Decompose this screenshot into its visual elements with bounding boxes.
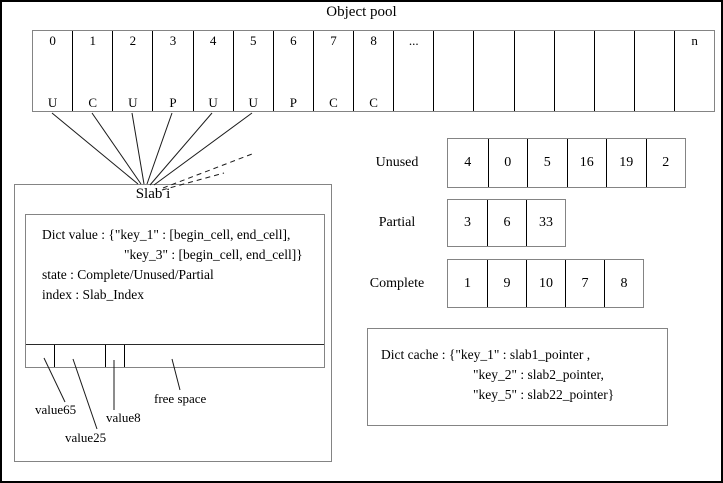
pool-cell-empty	[433, 31, 473, 111]
unused-cell: 16	[566, 139, 607, 187]
complete-cell: 9	[487, 260, 526, 307]
unused-cell: 19	[606, 139, 646, 187]
state-row-complete: Complete 1 9 10 7 8	[347, 259, 644, 308]
complete-cell: 1	[464, 275, 471, 291]
partial-cells: 3 6 33	[447, 199, 566, 247]
slab-info-box: Dict value : {"key_1" : [begin_cell, end…	[25, 214, 325, 368]
slab-info-line-dict-value: Dict value : {"key_1" : [begin_cell, end…	[42, 227, 291, 242]
complete-cell: 10	[526, 260, 565, 307]
pool-cell-ellipsis: ...	[393, 31, 433, 111]
label-value8: value8	[106, 410, 141, 425]
pool-cell-state: P	[289, 95, 297, 110]
dashed-connector-line-upper	[162, 153, 253, 189]
unused-cell: 2	[645, 139, 686, 187]
slab-storage-bar	[26, 344, 324, 367]
label-free-space: free space	[154, 391, 207, 406]
state-row-unused: Unused 4 0 5 16 19 2	[347, 138, 686, 188]
pool-cell-number: 4	[209, 33, 217, 48]
unused-cells: 4 0 5 16 19 2	[447, 138, 686, 188]
partial-cell: 3	[464, 215, 471, 230]
connector-line-cell4-to-slab	[149, 112, 213, 186]
slab-label: Slab i	[135, 186, 171, 202]
pool-cell-state: C	[329, 95, 338, 110]
state-row-partial: Partial 3 6 33	[347, 199, 566, 247]
pool-cell-number: 2	[129, 33, 137, 48]
pool-cell-number: 8	[370, 33, 377, 48]
complete-cell: 7	[565, 260, 604, 307]
label-value25: value25	[65, 430, 107, 445]
slab-info-text: Dict value : {"key_1" : [begin_cell, end…	[42, 225, 303, 305]
pool-cell-empty	[473, 31, 513, 111]
connector-line-cell1-to-slab	[91, 112, 142, 185]
unused-label: Unused	[375, 155, 419, 170]
connector-line-cell5-to-slab	[153, 112, 253, 186]
pool-cell-state: C	[369, 95, 378, 110]
pool-cell-state: U	[47, 95, 58, 110]
connector-line-cell0-to-slab	[51, 112, 139, 185]
pool-cell-empty	[633, 31, 674, 111]
pool-cell-number: 0	[49, 33, 56, 48]
slab-box: Slab i Dict value : {"key_1" : [begin_ce…	[14, 184, 332, 462]
complete-label: Complete	[369, 275, 425, 291]
bar-segment-value8	[106, 345, 125, 367]
pool-cell-number: 7	[330, 33, 337, 48]
bar-segment-free-space	[125, 345, 324, 367]
pool-cell-state: U	[208, 95, 218, 110]
pool-cell-state: U	[128, 95, 138, 110]
pool-cell-number: 3	[169, 33, 177, 48]
dict-cache-line-key2: "key_2" : slab2_pointer,	[473, 367, 604, 382]
pool-cell-number: n	[691, 33, 698, 48]
pool-cell-empty	[593, 31, 634, 111]
pool-cell-empty	[553, 31, 594, 111]
slab-info-line-index: index : Slab_Index	[42, 287, 144, 302]
connector-line-cell2-to-slab	[131, 112, 145, 185]
dict-cache-text: Dict cache : {"key_1" : slab1_pointer , …	[381, 345, 614, 405]
complete-cells: 1 9 10 7 8	[447, 259, 644, 308]
bar-segment-value65	[26, 345, 55, 367]
unused-cell: 4	[464, 155, 472, 170]
slab-info-line-state: state : Complete/Unused/Partial	[42, 267, 214, 282]
dict-cache-box: Dict cache : {"key_1" : slab1_pointer , …	[367, 328, 668, 426]
pool-cell-empty	[513, 31, 554, 111]
page-title: Object pool	[326, 4, 397, 20]
pool-cell-number: 6	[290, 33, 297, 48]
dict-cache-line-key5: "key_5" : slab22_pointer}	[473, 387, 615, 402]
pool-cell-state: P	[169, 95, 177, 110]
pool-cell-number: 1	[89, 33, 96, 48]
partial-label: Partial	[378, 215, 416, 230]
connector-line-cell3-to-slab	[146, 112, 173, 185]
complete-cell: 8	[604, 260, 643, 307]
pool-cell-state: U	[248, 95, 258, 110]
pool-cell-n: n	[674, 31, 714, 111]
partial-cell: 6	[487, 200, 526, 246]
dict-cache-line-key1: Dict cache : {"key_1" : slab1_pointer ,	[381, 347, 591, 362]
bar-segment-value25	[55, 345, 106, 367]
unused-cell: 5	[527, 139, 567, 187]
pool-cell-number: ...	[408, 33, 419, 48]
pool-cell-number: 5	[249, 33, 257, 48]
partial-cell: 33	[526, 200, 565, 246]
unused-cell: 0	[487, 139, 528, 187]
pool-cell-state: C	[88, 95, 98, 110]
label-value65: value65	[35, 402, 77, 417]
slab-info-line-key3: "key_3" : [begin_cell, end_cell]}	[124, 247, 303, 262]
